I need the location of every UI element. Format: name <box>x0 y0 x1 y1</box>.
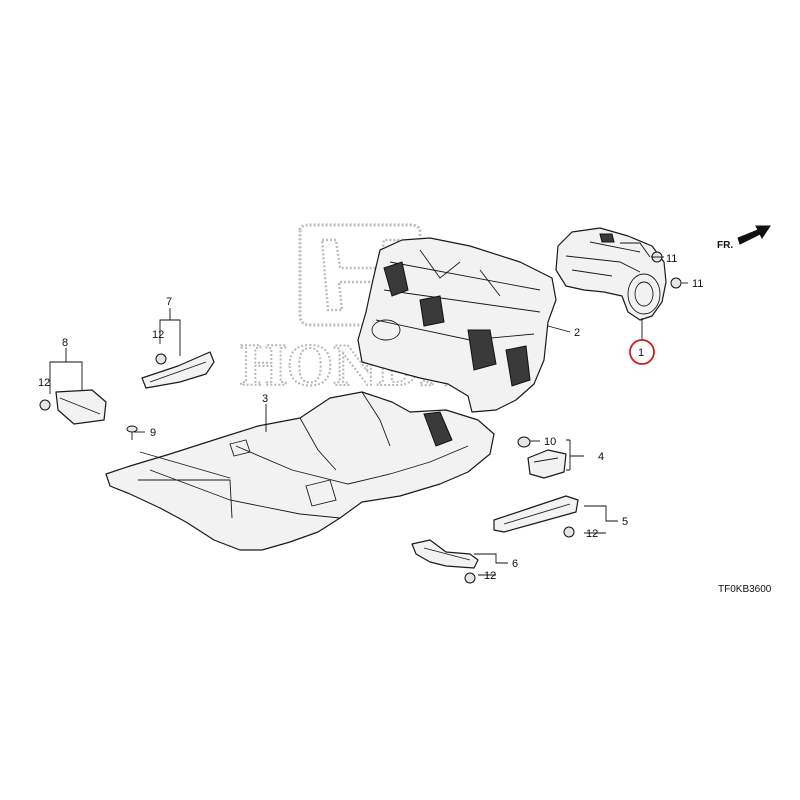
callout-7[interactable]: 7 <box>166 296 172 308</box>
callout-11b[interactable]: 11 <box>692 278 703 290</box>
callout-10[interactable]: 10 <box>544 436 556 448</box>
callout-11a[interactable]: 11 <box>666 253 677 265</box>
diagram-code: TF0KB3600 <box>718 584 772 595</box>
part-6-trim[interactable] <box>411 539 479 569</box>
part-9-clip[interactable] <box>126 425 138 440</box>
callout-12-part8[interactable]: 12 <box>38 377 50 389</box>
callout-5[interactable]: 5 <box>622 516 628 528</box>
callout-2[interactable]: 2 <box>574 327 580 339</box>
front-direction-indicator: FR. <box>717 225 771 251</box>
part-7-trim[interactable] <box>141 351 215 389</box>
callout-12-part6[interactable]: 12 <box>484 570 496 582</box>
part-8-kick-panel[interactable] <box>55 389 107 425</box>
part-10-clip[interactable] <box>517 436 531 448</box>
part-2-dash-insulator[interactable] <box>357 237 557 413</box>
part-1-insulator[interactable] <box>555 227 667 321</box>
callout-12-part5[interactable]: 12 <box>586 528 598 540</box>
fastener-11b[interactable] <box>670 277 682 289</box>
callout-9[interactable]: 9 <box>150 427 156 439</box>
callout-8[interactable]: 8 <box>62 337 68 349</box>
part-4-bracket[interactable] <box>527 449 567 479</box>
callout-3[interactable]: 3 <box>262 393 268 405</box>
fastener-12-part6[interactable] <box>464 572 476 584</box>
fastener-12-part8[interactable] <box>39 399 51 411</box>
front-arrow-icon <box>737 225 771 245</box>
fastener-12-part7[interactable] <box>155 353 167 365</box>
part-5-trim[interactable] <box>493 495 579 533</box>
fastener-12-part5[interactable] <box>563 526 575 538</box>
callout-1-highlight-ring <box>629 339 655 365</box>
callout-4[interactable]: 4 <box>598 451 604 463</box>
callout-12-part7[interactable]: 12 <box>152 329 164 341</box>
part-3-floor-carpet[interactable] <box>105 391 495 551</box>
callout-labels: 1 2 3 4 5 6 7 8 9 10 11 11 12 12 12 12 <box>38 253 703 582</box>
callout-6[interactable]: 6 <box>512 558 518 570</box>
leader-lines <box>49 242 688 576</box>
front-direction-label: FR. <box>717 240 733 251</box>
callout-1[interactable]: 1 <box>638 347 644 359</box>
